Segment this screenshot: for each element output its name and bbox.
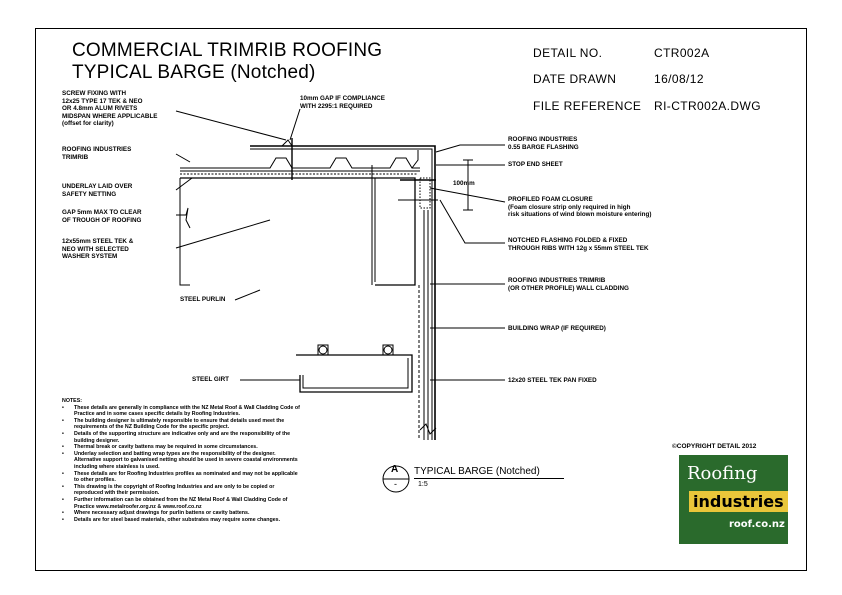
- logo-text-industries: industries: [689, 491, 788, 512]
- copyright-text: ©COPYRIGHT DETAIL 2012: [672, 443, 757, 450]
- purlin-web-left: [179, 178, 190, 286]
- logo-text-url: roof.co.nz: [729, 519, 785, 530]
- label-steel-purlin: STEEL PURLIN: [180, 296, 226, 303]
- note-item: •The building designer is ultimately res…: [62, 417, 285, 424]
- label-tek-pan-fixed: 12x20 STEEL TEK PAN FIXED: [508, 377, 597, 384]
- barge-flashing-notch: [281, 139, 293, 147]
- dim-100-line: [463, 159, 473, 211]
- note-item: •Where necessary adjust drawings for pur…: [62, 510, 250, 517]
- note-item: •Underlay selection and batting wrap typ…: [62, 450, 276, 457]
- detail-marker-circle: [382, 465, 410, 493]
- detail-marker-letter: A: [391, 464, 399, 475]
- logo-text-roofing: Roofing: [687, 463, 758, 484]
- girt-inner: [302, 358, 409, 389]
- note-item: •Details are for steel based materials, …: [62, 516, 281, 523]
- detail-marker-underline: [414, 478, 564, 479]
- note-item: •Details of the supporting structure are…: [62, 430, 291, 437]
- file-reference-value: RI-CTR002A.DWG: [654, 99, 761, 113]
- detail-marker-scale: 1:5: [418, 481, 428, 488]
- detail-marker-title: TYPICAL BARGE (Notched): [414, 466, 540, 477]
- label-dim-100: 100mm: [453, 180, 475, 187]
- notes-heading: NOTES:: [62, 398, 83, 404]
- date-drawn-label: DATE DRAWN: [533, 72, 617, 86]
- date-drawn-value: 16/08/12: [654, 72, 704, 86]
- note-item: •Further information can be obtained fro…: [62, 496, 288, 503]
- label-building-wrap: BUILDING WRAP (IF REQUIRED): [508, 325, 606, 332]
- label-stop-end: STOP END SHEET: [508, 161, 563, 168]
- title-line-1: COMMERCIAL TRIMRIB ROOFING: [72, 40, 383, 61]
- barge-flashing-inner: [250, 148, 433, 440]
- note-item: •Thermal break or cavity battens may be …: [62, 444, 258, 451]
- roof-sheet: [180, 157, 420, 169]
- stop-end: [411, 150, 419, 169]
- foam-closure: [419, 177, 431, 209]
- note-item: •This drawing is the copyright of Roofin…: [62, 483, 275, 490]
- break-mark: [419, 423, 437, 435]
- detail-marker-dash: -: [394, 479, 397, 489]
- notes-block: NOTES: •These details are generally in c…: [62, 398, 300, 523]
- note-item: •These details are for Roofing Industrie…: [62, 470, 298, 477]
- roofing-industries-logo: Roofing industries roof.co.nz: [679, 455, 788, 544]
- label-wall-cladding: ROOFING INDUSTRIES TRIMRIB(OR OTHER PROF…: [508, 277, 629, 292]
- steel-girt: [296, 354, 413, 393]
- detail-no-label: DETAIL NO.: [533, 46, 603, 60]
- note-item: •These details are generally in complian…: [62, 404, 300, 411]
- title-line-2: TYPICAL BARGE (Notched): [72, 62, 316, 83]
- barge-flashing: [250, 145, 436, 440]
- label-steel-girt: STEEL GIRT: [192, 376, 229, 383]
- label-foam-closure: PROFILED FOAM CLOSURE(Foam closure strip…: [508, 196, 652, 219]
- file-reference-label: FILE REFERENCE: [533, 99, 642, 113]
- detail-no-value: CTR002A: [654, 46, 710, 60]
- drawing-frame: [35, 28, 807, 571]
- steel-purlin: [180, 177, 416, 286]
